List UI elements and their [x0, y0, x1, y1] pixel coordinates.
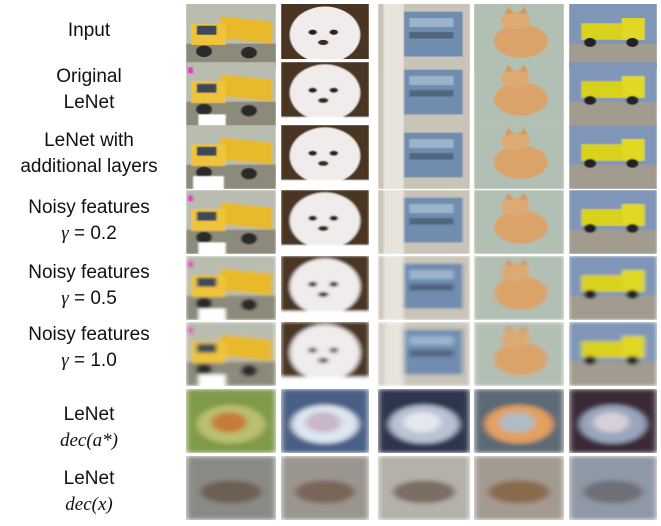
row-label-text: LeNet: [63, 468, 115, 489]
thumbnail-dog-row-5: [281, 322, 369, 386]
thumbnail-truck-row-3: [186, 190, 276, 254]
thumbnail-truck-rear-row-2: [378, 125, 470, 189]
thumbnail-dog-row-7: [281, 456, 369, 520]
thumbnail-cat-row-0: [474, 4, 564, 68]
row-label-text: LeNet: [63, 404, 115, 425]
thumbnail-fire-truck-row-1: [569, 62, 657, 126]
thumbnail-dog-row-0: [281, 4, 369, 68]
row-label-text: Noisy features: [28, 324, 150, 345]
thumbnail-truck-row-6: [186, 389, 276, 453]
row-label-noisy-02: Noisy features γ = 0.2: [0, 195, 178, 247]
row-label-original-lenet: Original LeNet: [0, 64, 178, 116]
row-label-value: = 0.5: [68, 288, 117, 309]
thumbnail-fire-truck-row-2: [569, 125, 657, 189]
row-label-math: dec(a*): [59, 430, 119, 451]
row-label-text: additional layers: [20, 156, 158, 177]
row-label-text: Noisy features: [28, 197, 150, 218]
thumbnail-cat-row-2: [474, 125, 564, 189]
row-label-lenet-additional-layers: LeNet with additional layers: [0, 128, 178, 180]
thumbnail-truck-row-2: [186, 125, 276, 189]
row-label-math: dec(x): [65, 494, 113, 515]
thumbnail-dog-row-3: [281, 190, 369, 254]
gamma-symbol: γ: [61, 350, 69, 371]
thumbnail-fire-truck-row-5: [569, 322, 657, 386]
gamma-symbol: γ: [61, 223, 69, 244]
thumbnail-fire-truck-row-0: [569, 4, 657, 68]
thumbnail-truck-rear-row-7: [378, 456, 470, 520]
row-label-input: Input: [0, 18, 178, 44]
row-label-noisy-10: Noisy features γ = 1.0: [0, 322, 178, 374]
thumbnail-fire-truck-row-3: [569, 190, 657, 254]
row-label-value: = 1.0: [68, 350, 117, 371]
thumbnail-truck-rear-row-0: [378, 4, 470, 68]
row-label-value: = 0.2: [68, 223, 117, 244]
thumbnail-truck-rear-row-6: [378, 389, 470, 453]
thumbnail-cat-row-1: [474, 62, 564, 126]
thumbnail-fire-truck-row-7: [569, 456, 657, 520]
thumbnail-truck-rear-row-1: [378, 62, 470, 126]
thumbnail-truck-row-5: [186, 322, 276, 386]
thumbnail-cat-row-6: [474, 389, 564, 453]
thumbnail-dog-row-6: [281, 389, 369, 453]
row-label-text: Original: [56, 66, 122, 87]
gamma-symbol: γ: [61, 288, 69, 309]
thumbnail-truck-rear-row-5: [378, 322, 470, 386]
thumbnail-dog-row-4: [281, 256, 369, 320]
row-label-text: Noisy features: [28, 262, 150, 283]
row-label-noisy-05: Noisy features γ = 0.5: [0, 260, 178, 312]
thumbnail-dog-row-2: [281, 125, 369, 189]
thumbnail-truck-row-0: [186, 4, 276, 68]
row-label-text: LeNet with: [44, 130, 134, 151]
thumbnail-fire-truck-row-6: [569, 389, 657, 453]
thumbnail-cat-row-4: [474, 256, 564, 320]
thumbnail-truck-rear-row-4: [378, 256, 470, 320]
row-label-lenet-dec-x: LeNet dec(x): [0, 466, 178, 518]
row-label-text: LeNet: [63, 92, 115, 113]
thumbnail-truck-row-4: [186, 256, 276, 320]
thumbnail-cat-row-3: [474, 190, 564, 254]
thumbnail-cat-row-7: [474, 456, 564, 520]
thumbnail-truck-row-1: [186, 62, 276, 126]
thumbnail-fire-truck-row-4: [569, 256, 657, 320]
row-label-text: Input: [67, 20, 111, 41]
thumbnail-cat-row-5: [474, 322, 564, 386]
thumbnail-truck-row-7: [186, 456, 276, 520]
thumbnail-dog-row-1: [281, 62, 369, 126]
row-label-lenet-dec-astar: LeNet dec(a*): [0, 402, 178, 454]
thumbnail-truck-rear-row-3: [378, 190, 470, 254]
